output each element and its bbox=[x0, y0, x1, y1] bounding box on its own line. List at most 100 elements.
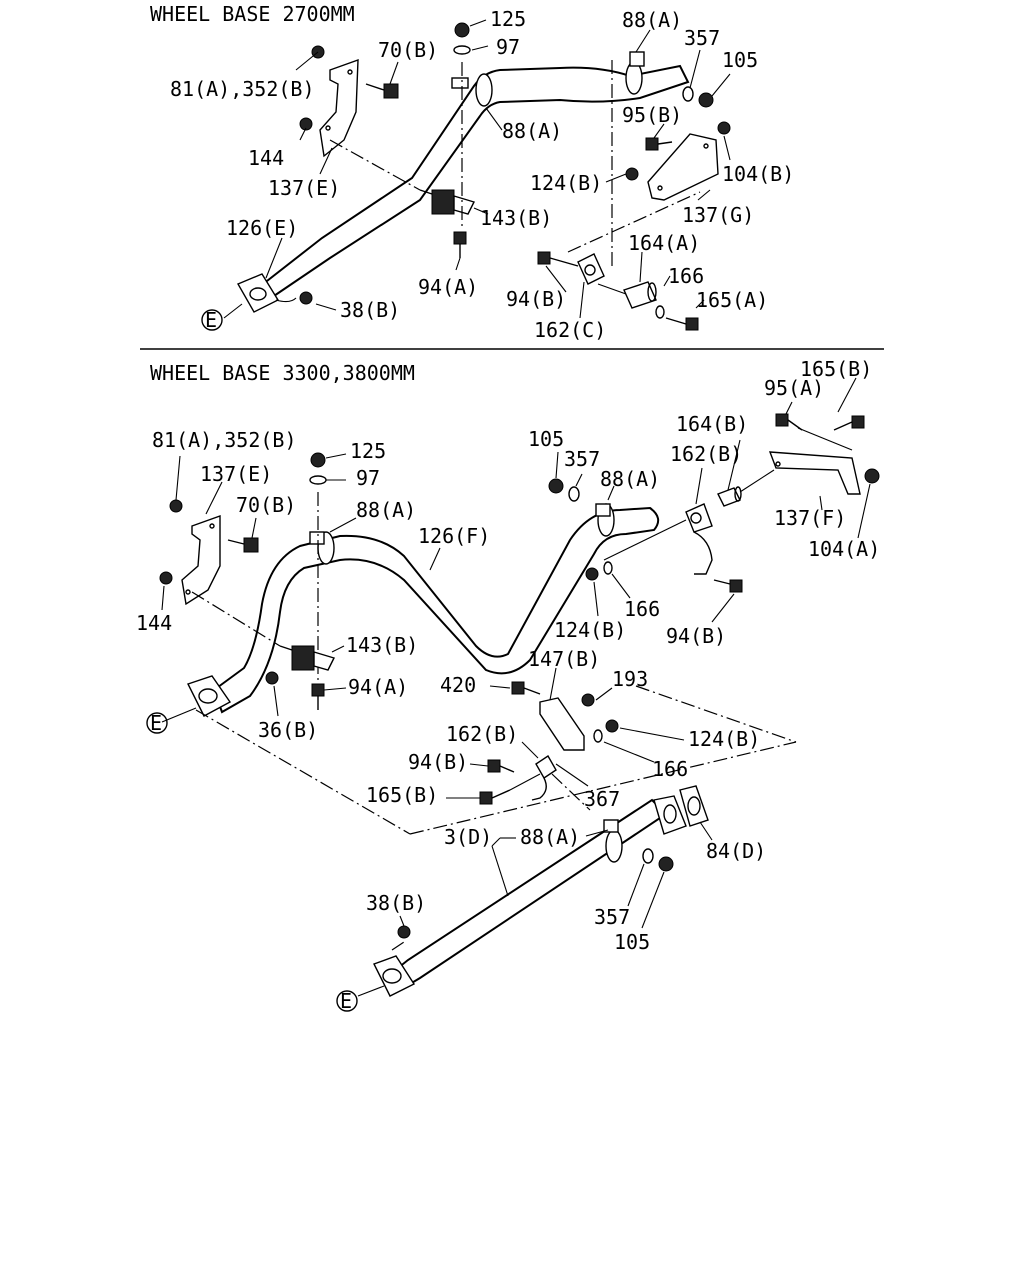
callout-38b-top: 38(B) bbox=[340, 298, 400, 322]
link-top-collar bbox=[597, 283, 627, 295]
callout-367: 367 bbox=[584, 787, 620, 811]
bolt-94b-low bbox=[487, 759, 515, 773]
nut-144-top bbox=[299, 117, 313, 131]
pipe-126e bbox=[256, 64, 690, 302]
callout-105-top: 105 bbox=[722, 48, 758, 72]
callout-70b-top: 70(B) bbox=[378, 38, 438, 62]
callout-125-mid: 125 bbox=[350, 439, 386, 463]
bracket-147b bbox=[539, 697, 585, 751]
centerline-top-bracket bbox=[329, 139, 421, 191]
leader-e-bottom bbox=[357, 985, 385, 997]
svg-text:E: E bbox=[205, 308, 217, 332]
callout-94a-top: 94(A) bbox=[418, 275, 478, 299]
bolt-94b-mid bbox=[713, 579, 743, 593]
callout-165a-top: 165(A) bbox=[696, 288, 768, 312]
leaders-mid bbox=[161, 377, 871, 799]
bolt-165a-top bbox=[665, 317, 699, 331]
ref-circle-e-top: E bbox=[201, 308, 223, 332]
washer-166-mid bbox=[603, 561, 613, 575]
washer-357-top bbox=[682, 86, 694, 102]
callout-88a-mid-left: 88(A) bbox=[356, 498, 416, 522]
callout-126f: 126(F) bbox=[418, 524, 490, 548]
washer-357-bottom bbox=[642, 848, 654, 864]
centerline-bottom-long bbox=[409, 741, 797, 835]
bolt-95a-mid bbox=[775, 413, 803, 431]
mount-162c-top bbox=[577, 253, 605, 285]
hanger-143b-mid bbox=[279, 645, 335, 671]
callout-357-top: 357 bbox=[684, 26, 720, 50]
section-title-wheelbase-3300-3800: WHEEL BASE 3300,3800MM bbox=[150, 361, 415, 385]
nut-104b-top bbox=[717, 121, 731, 135]
centerline-38b bbox=[391, 941, 405, 951]
callout-193: 193 bbox=[612, 667, 648, 691]
callout-105-bottom: 105 bbox=[614, 930, 650, 954]
callout-166-top: 166 bbox=[668, 264, 704, 288]
callout-125-top: 125 bbox=[490, 7, 526, 31]
flange-84d-gasket bbox=[653, 785, 709, 835]
callout-165b-low: 165(B) bbox=[366, 783, 438, 807]
clamp-88a-low bbox=[603, 819, 623, 863]
bolt-420 bbox=[511, 681, 541, 695]
washer-166-top bbox=[655, 305, 665, 319]
callout-144-mid: 144 bbox=[136, 611, 172, 635]
callout-164a-top: 164(A) bbox=[628, 231, 700, 255]
callout-164b-mid: 164(B) bbox=[676, 412, 748, 436]
callout-137e-top: 137(E) bbox=[268, 176, 340, 200]
flange-e-bottom bbox=[373, 955, 416, 997]
clamp-88a-top-right bbox=[625, 51, 645, 95]
nut-36b-mid bbox=[265, 671, 279, 685]
callout-97-top: 97 bbox=[496, 35, 520, 59]
callout-88a-top-1: 88(A) bbox=[622, 8, 682, 32]
callout-81a-352b-top: 81(A),352(B) bbox=[170, 77, 315, 101]
nut-144-mid bbox=[159, 571, 173, 585]
collar-164a-top bbox=[623, 281, 657, 309]
bolt-94a-mid bbox=[311, 683, 325, 710]
callout-105-mid: 105 bbox=[528, 427, 564, 451]
ref-circle-e-bottom: E bbox=[336, 989, 358, 1013]
nut-38b-bottom bbox=[397, 925, 411, 939]
callout-38b-bottom: 38(B) bbox=[366, 891, 426, 915]
centerline-low-mount bbox=[551, 773, 591, 811]
callout-124b-mid: 124(B) bbox=[554, 618, 626, 642]
svg-text:E: E bbox=[340, 989, 352, 1013]
callout-162c-top: 162(C) bbox=[534, 318, 606, 342]
callout-124b-top: 124(B) bbox=[530, 171, 602, 195]
callout-137g-top: 137(G) bbox=[682, 203, 754, 227]
leaders-top bbox=[223, 19, 731, 319]
callout-36b: 36(B) bbox=[258, 718, 318, 742]
flange-e-mid bbox=[187, 675, 232, 717]
callout-84d: 84(D) bbox=[706, 839, 766, 863]
callout-104a-mid: 104(A) bbox=[808, 537, 880, 561]
callout-95a-mid: 95(A) bbox=[764, 376, 824, 400]
callout-97-mid: 97 bbox=[356, 466, 380, 490]
callout-95b-top: 95(B) bbox=[622, 103, 682, 127]
callout-147b: 147(B) bbox=[528, 647, 600, 671]
section-title-wheelbase-2700: WHEEL BASE 2700MM bbox=[150, 2, 355, 26]
nut-38b-top bbox=[299, 291, 313, 305]
nut-124b-top bbox=[625, 167, 639, 181]
bracket-137e-top bbox=[319, 58, 359, 158]
callout-94b-top: 94(B) bbox=[506, 287, 566, 311]
callout-357-bottom: 357 bbox=[594, 905, 630, 929]
callout-166-low: 166 bbox=[652, 757, 688, 781]
clamp-88a-mid-left bbox=[309, 531, 335, 565]
nut-125-top bbox=[454, 22, 470, 38]
nut-105-mid bbox=[548, 478, 564, 494]
callout-144-top: 144 bbox=[248, 146, 284, 170]
callout-126e-top: 126(E) bbox=[226, 216, 298, 240]
bolt-70b-top bbox=[365, 83, 399, 99]
nut-104a-mid bbox=[864, 468, 880, 484]
callout-162b-mid: 162(B) bbox=[670, 442, 742, 466]
link-mid-bracket bbox=[797, 427, 853, 451]
callout-357-mid: 357 bbox=[564, 447, 600, 471]
callout-88a-mid-right: 88(A) bbox=[600, 467, 660, 491]
callout-88a-top-2: 88(A) bbox=[502, 119, 562, 143]
callout-165b-mid-top: 165(B) bbox=[800, 357, 872, 381]
collar-164b-mid bbox=[717, 486, 742, 507]
link-low-mount bbox=[509, 773, 541, 791]
nut-105-top bbox=[698, 92, 714, 108]
callout-420: 420 bbox=[440, 673, 476, 697]
callout-143b-mid: 143(B) bbox=[346, 633, 418, 657]
nut-124b-low bbox=[605, 719, 619, 733]
